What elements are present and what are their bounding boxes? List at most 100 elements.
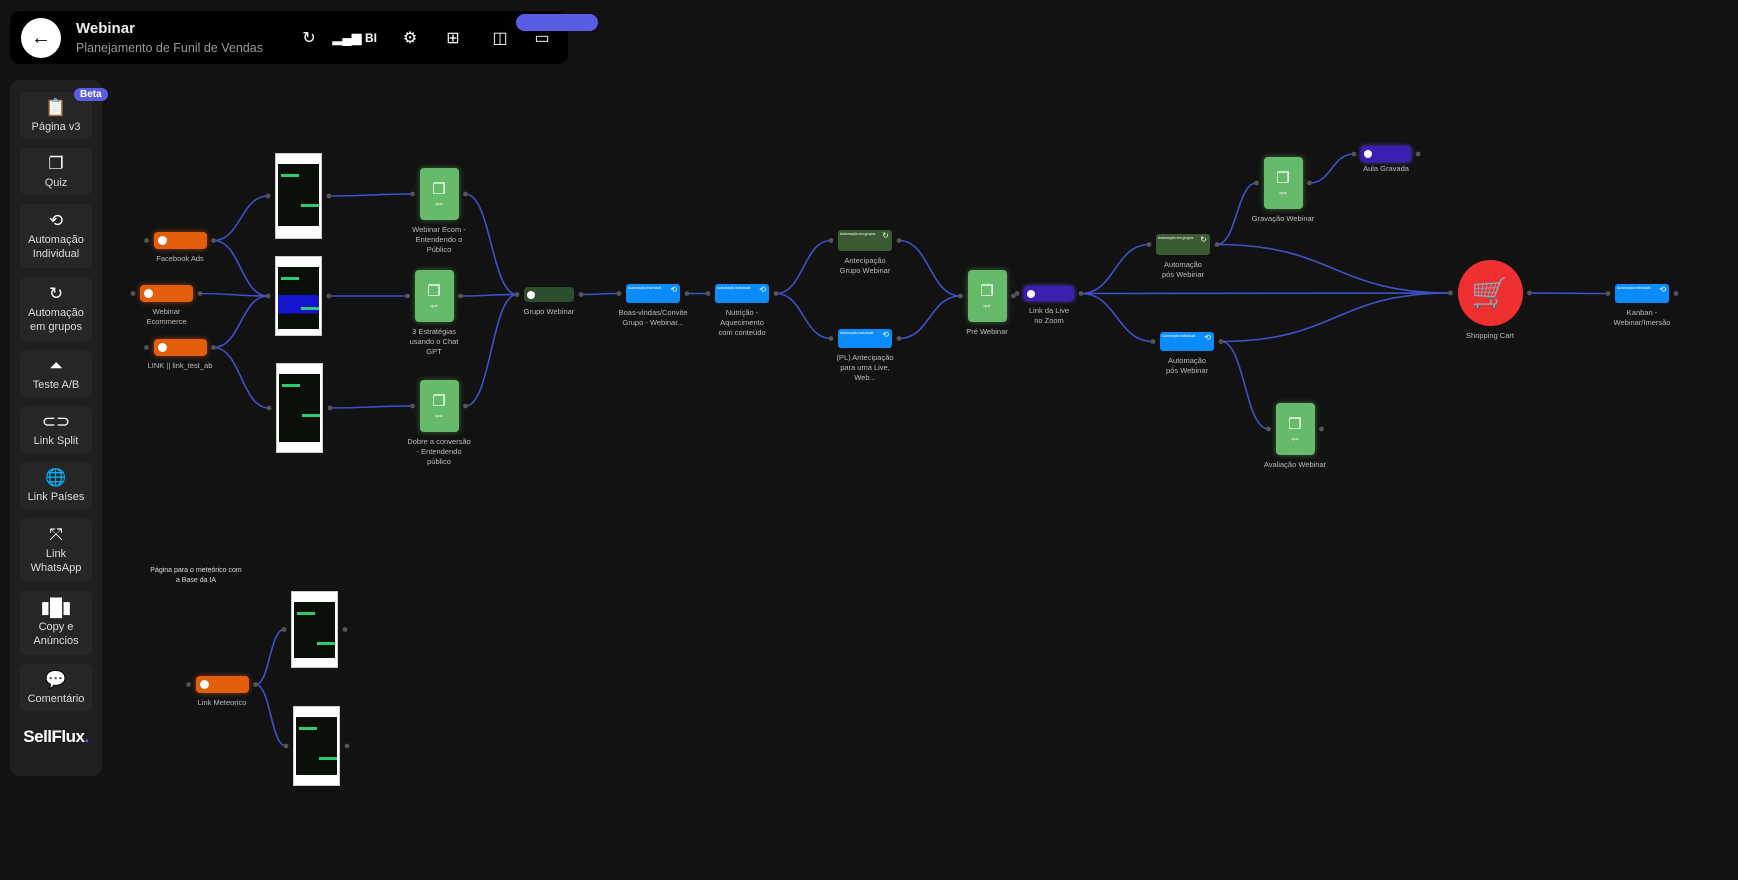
node-automation-individual[interactable]: Automação individual⟲(PL) Antecipação pa… <box>836 329 894 382</box>
link-icon: ⊂⊃ <box>41 411 71 431</box>
edge-link-p3[interactable] <box>213 346 270 409</box>
sidebar-item-automacao-grupos[interactable]: ↻Automação em grupos <box>20 277 92 341</box>
connection-handle[interactable] <box>1078 291 1084 296</box>
connection-handle[interactable] <box>1146 242 1152 247</box>
globe-icon: 🌐 <box>45 467 67 487</box>
edge-live-apb[interactable] <box>1080 292 1154 343</box>
node-shopping-cart[interactable]: 🛒Shopping Cart <box>1450 260 1530 341</box>
edge-live-apg[interactable] <box>1080 243 1150 295</box>
node-link-test-ab[interactable]: LINK || link_test_ab <box>140 339 220 371</box>
node-automation-individual[interactable]: Automação individual⟲Automação pós Webin… <box>1160 332 1214 376</box>
add-square-icon[interactable]: ⊞ <box>446 30 460 47</box>
bi-button[interactable]: BI <box>365 31 377 45</box>
edge-apg-cart[interactable] <box>1216 243 1451 294</box>
copy-icon: ❐ <box>1276 170 1290 187</box>
gear-icon[interactable]: ⚙ <box>402 30 418 47</box>
connection-handle[interactable] <box>130 291 136 296</box>
layout-icon[interactable]: ◫ <box>492 30 508 47</box>
connection-handle[interactable] <box>344 743 350 749</box>
connection-handle[interactable] <box>773 291 779 296</box>
node-automation-groups[interactable]: Automação em grupos↻Automação pós Webina… <box>1156 234 1210 280</box>
connection-handle[interactable] <box>283 743 289 749</box>
edge-q1-grupo[interactable] <box>465 193 518 296</box>
page-thumbnail[interactable] <box>275 153 322 239</box>
connection-handle[interactable] <box>327 405 333 411</box>
back-button[interactable]: ← <box>21 18 61 58</box>
page-thumbnail[interactable] <box>276 363 323 453</box>
connection-handle[interactable] <box>342 627 348 632</box>
connection-handle[interactable] <box>326 193 332 199</box>
connection-handle[interactable] <box>1605 291 1611 296</box>
connection-handle[interactable] <box>197 291 203 296</box>
refresh-icon[interactable]: ↻ <box>302 30 316 47</box>
sidebar-item-copy-anuncios[interactable]: ▮█▮ Copy e Anúncios <box>20 591 92 655</box>
sidebar-item-link-split[interactable]: ⊂⊃Link Split <box>20 406 92 453</box>
page-thumbnail[interactable] <box>293 706 340 786</box>
edge-link-p2[interactable] <box>213 295 269 349</box>
edge-fb-p1[interactable] <box>213 195 269 242</box>
connection-handle[interactable] <box>1673 291 1679 296</box>
sidebar-item-link-whatsapp[interactable]: ⤧Link WhatsApp <box>20 518 92 582</box>
node-facebook-ads[interactable]: Facebook Ads <box>140 232 220 264</box>
copy-icon: ❐ <box>427 283 441 300</box>
node-automation-groups[interactable]: Automação em grupos↻Antecipação Grupo We… <box>838 230 892 275</box>
connection-handle[interactable] <box>326 293 332 299</box>
connection-handle[interactable] <box>705 291 711 296</box>
history-gear-icon: ⟲ <box>670 285 677 294</box>
arrow-left-icon: ← <box>31 26 51 49</box>
edge-p1-q1[interactable] <box>328 193 413 197</box>
node-webinar-ecommerce[interactable]: Webinar Ecommerce <box>140 285 193 327</box>
edge-cart-kanban[interactable] <box>1529 292 1609 295</box>
connection-handle[interactable] <box>265 293 271 299</box>
edge-p3-q3[interactable] <box>329 405 413 409</box>
connection-handle[interactable] <box>1150 339 1156 344</box>
node-aula-gravada[interactable]: Aula Gravada <box>1346 146 1426 174</box>
node-grupo-webinar[interactable]: Grupo Webinar <box>509 287 589 317</box>
window-icon[interactable]: ▭ <box>534 30 550 47</box>
sidebar-item-automacao-individual[interactable]: ⟲Automação Individual <box>20 204 92 268</box>
status-pill[interactable] <box>516 14 598 31</box>
split-arrow-icon: ⤧ <box>49 525 63 544</box>
page-title: Webinar <box>76 20 135 37</box>
page-thumbnail[interactable] <box>275 256 322 336</box>
sidebar-item-teste-ab[interactable]: ⏶Teste A/B <box>20 350 92 397</box>
connection-handle[interactable] <box>266 405 272 411</box>
carousel-icon: ▮█▮ <box>40 598 72 617</box>
edge-fb-p2[interactable] <box>213 239 269 297</box>
connection-handle[interactable] <box>896 238 902 243</box>
canvas-note: Página para o meteórico com a Base da IA <box>150 567 242 584</box>
node-automation-individual[interactable]: Automação individual⟲Kanban - Webinar/Im… <box>1613 284 1671 327</box>
sidebar-item-quiz[interactable]: ❐Quiz <box>20 148 92 195</box>
edge-apb-cart[interactable] <box>1220 292 1451 343</box>
connection-handle[interactable] <box>1214 242 1220 247</box>
edge-nutri-pl[interactable] <box>775 292 832 340</box>
copy-icon: ❐ <box>432 181 446 198</box>
sellflux-logo: SellFlux. <box>23 727 89 746</box>
sidebar-item-label: Comentário <box>27 692 85 705</box>
connection-handle[interactable] <box>1218 339 1224 344</box>
sidebar-item-comentario[interactable]: 💬Comentário <box>20 664 92 711</box>
node-link-meteorico[interactable]: Link Meteorico <box>182 676 262 708</box>
bar-chart-icon[interactable]: ▂▄▆ <box>332 30 362 45</box>
page-thumbnail[interactable] <box>291 591 338 668</box>
edge-live-cart[interactable] <box>1080 292 1451 295</box>
sidebar-item-label: Copy e Anúncios <box>33 621 79 647</box>
connection-handle[interactable] <box>265 193 271 199</box>
edge-web-p2[interactable] <box>199 292 269 297</box>
connection-handle[interactable] <box>896 336 902 341</box>
sidebar: Beta 📋Página v3 ❐Quiz ⟲Automação Individ… <box>10 80 108 776</box>
node-link-live-zoom[interactable]: Link da Live no Zoom <box>1024 286 1074 326</box>
edge-nutri-antg[interactable] <box>775 239 832 295</box>
sidebar-item-link-paises[interactable]: 🌐Link Países <box>20 462 92 509</box>
node-automation-individual[interactable]: Automação individual⟲Nutrição - Aquecime… <box>712 284 772 338</box>
connection-handle[interactable] <box>281 627 287 632</box>
history-gear-icon: ⟲ <box>759 285 766 294</box>
node-automation-individual[interactable]: Automação individual⟲Boas-vindas/Convite… <box>618 284 688 327</box>
history-gear-icon: ⟲ <box>882 330 889 339</box>
